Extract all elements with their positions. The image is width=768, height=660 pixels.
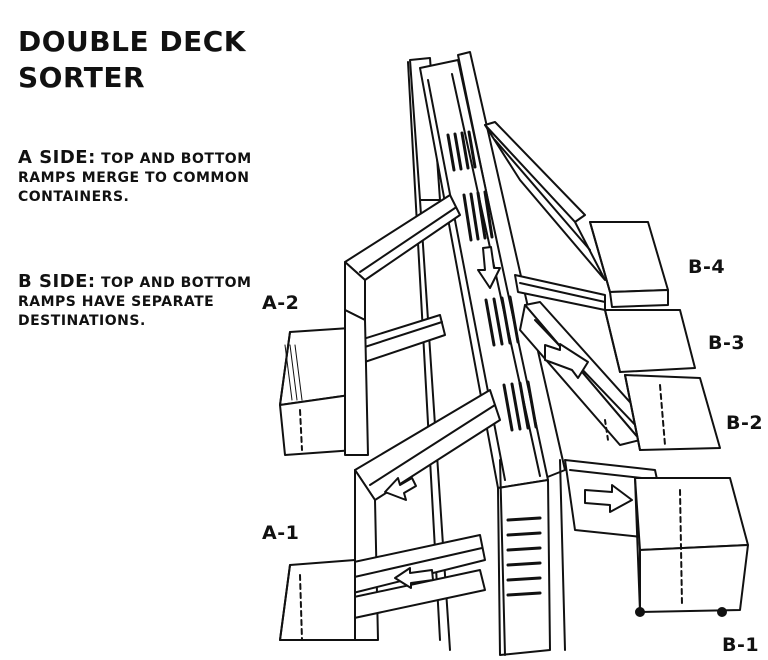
ramp-a2-upper <box>345 195 460 320</box>
arrow-right-icon <box>585 485 632 512</box>
b-side-description: B SIDE: TOP AND BOTTOM RAMPS HAVE SEPARA… <box>18 272 268 331</box>
container-b4 <box>590 222 668 307</box>
title-line-1: DOUBLE DECK <box>18 25 246 58</box>
arrow-right-icon <box>545 344 588 378</box>
arrow-left-icon <box>395 568 433 588</box>
container-b1 <box>635 478 748 617</box>
label-b4: B-4 <box>688 256 726 278</box>
ramp-b4 <box>485 122 605 280</box>
arrow-left-icon <box>385 478 416 500</box>
b-side-lead: B SIDE: <box>18 271 96 292</box>
arrow-down-icon <box>478 247 500 288</box>
label-b2: B-2 <box>726 412 764 434</box>
container-a2 <box>280 328 355 455</box>
label-b1: B-1 <box>722 634 760 656</box>
a-side-text: TOP AND BOTTOM RAMPS MERGE TO COMMON CON… <box>18 151 252 205</box>
diagram-title: DOUBLE DECK SORTER <box>18 24 278 96</box>
a-side-lead: A SIDE: <box>18 147 96 168</box>
b-side-text: TOP AND BOTTOM RAMPS HAVE SEPARATE DESTI… <box>18 275 252 329</box>
container-b3 <box>605 310 695 372</box>
title-line-2: SORTER <box>18 61 146 94</box>
label-a1: A-1 <box>262 522 300 544</box>
container-a1 <box>280 560 355 640</box>
a-side-description: A SIDE: TOP AND BOTTOM RAMPS MERGE TO CO… <box>18 148 268 207</box>
label-a2: A-2 <box>262 292 300 314</box>
label-b3: B-3 <box>708 332 746 354</box>
container-b2 <box>625 375 720 450</box>
